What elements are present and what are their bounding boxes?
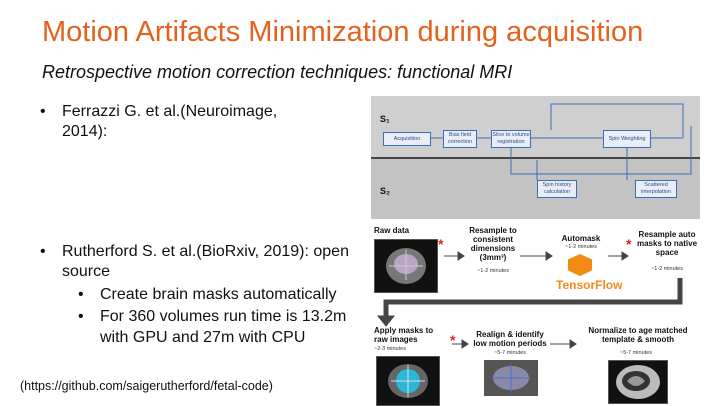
tensorflow-logo-icon	[568, 254, 592, 276]
bullet-dot: •	[40, 103, 46, 120]
resample-time: ~1-2 minutes	[477, 268, 509, 274]
sub-bullet-text: For 360 volumes run time is 13.2m	[100, 308, 347, 325]
ferrazzi-pipeline-figure: S₁ S₂ Acquisition Bias field correction …	[371, 96, 700, 219]
raw-data-scan	[374, 239, 438, 293]
rutherford-pipeline-figure: Raw data * Resample to consistent dimens…	[370, 222, 702, 406]
stage1-label: S₁	[380, 114, 390, 124]
resample-auto-time: ~1-2 minutes	[651, 266, 683, 272]
bullet-text: Rutherford S. et al.(BioRxiv, 2019): ope…	[62, 243, 349, 260]
realign-scan	[484, 360, 538, 396]
sub-bullet-text: with GPU and 27m with CPU	[100, 329, 306, 346]
spin-history-box: Spin history calculation	[537, 180, 577, 198]
slide-subtitle: Retrospective motion correction techniqu…	[42, 62, 513, 82]
normalize-time: ~5-7 minutes	[620, 350, 652, 356]
star-marker: *	[450, 332, 456, 348]
bullet-dot: •	[78, 286, 84, 303]
star-marker: *	[438, 236, 444, 252]
normalized-template-scan	[608, 360, 668, 404]
resample-title: Resample to consistent dimensions (3mm³)	[469, 226, 517, 262]
pipeline-flow-arrows	[376, 251, 683, 349]
source-citation: (https://github.com/saigerutherford/feta…	[20, 379, 273, 393]
acquisition-box: Acquisition	[383, 132, 431, 146]
masked-scan	[376, 356, 440, 406]
bullet-dot: •	[40, 243, 46, 260]
bullet-text: source	[62, 263, 111, 280]
bias-field-box: Bias field correction	[443, 130, 477, 148]
apply-masks-time: ~2-3 minutes	[374, 346, 406, 352]
pipeline-arrows	[431, 103, 692, 189]
bullet-text: 2014):	[62, 123, 108, 140]
raw-data-label: Raw data	[374, 226, 410, 235]
automask-time: ~1-2 minutes	[565, 244, 597, 250]
tensorflow-label: TensorFlow	[556, 278, 623, 292]
resample-auto-title: Resample auto masks to native space	[636, 230, 698, 257]
realign-time: ~5-7 minutes	[494, 350, 526, 356]
normalize-title: Normalize to age matched template & smoo…	[588, 326, 688, 344]
star-marker: *	[626, 236, 632, 252]
bullet-text: Ferrazzi G. et al.(Neuroimage,	[62, 103, 278, 120]
realign-title: Realign & identify low motion periods	[473, 330, 547, 348]
scattered-interpolation-box: Scattered interpolation	[635, 180, 677, 198]
automask-title: Automask	[561, 234, 601, 243]
slice-to-volume-box: Slice to volume registration	[491, 130, 531, 148]
slide-title: Motion Artifacts Minimization during acq…	[42, 16, 644, 48]
stage-divider	[371, 157, 700, 159]
stage2-label: S₂	[380, 186, 391, 196]
spin-weighting-box: Spin Weighting	[603, 130, 651, 148]
sub-bullet-text: Create brain masks automatically	[100, 286, 337, 303]
bullet-dot: •	[78, 308, 84, 325]
apply-masks-title: Apply masks to raw images	[374, 326, 434, 344]
